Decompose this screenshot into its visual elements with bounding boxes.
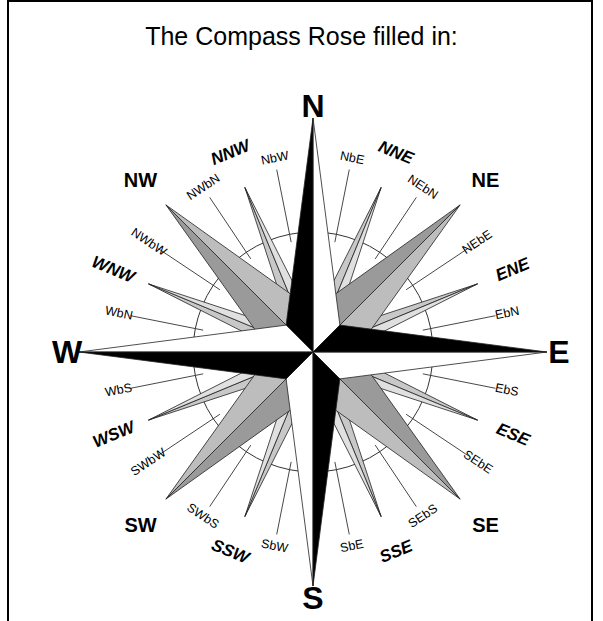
by-point-label: NWbN — [184, 172, 222, 203]
half-wind-label: NNW — [208, 137, 252, 168]
tick-line — [131, 374, 204, 388]
tick-line — [277, 462, 291, 535]
tick-line — [131, 316, 204, 330]
tick-line — [423, 374, 496, 388]
by-point-label: NEbE — [461, 228, 495, 257]
tick-line — [277, 170, 291, 243]
half-wind-label: SSE — [377, 537, 415, 566]
half-wind-label: ESE — [494, 420, 532, 449]
by-point-label: SbW — [260, 537, 289, 555]
half-wind-label: ENE — [493, 255, 532, 284]
half-wind-label: WSW — [90, 419, 137, 451]
half-wind-label: NNE — [376, 138, 416, 167]
by-point-label: NEbN — [406, 173, 441, 202]
intercardinal-label: SE — [472, 515, 499, 535]
cardinal-point — [313, 118, 340, 352]
by-point-label: EbN — [494, 305, 520, 322]
by-point-label: SWbS — [185, 502, 221, 532]
cardinal-point — [313, 325, 547, 352]
tick-line — [335, 170, 349, 243]
half-wind-label: SSW — [209, 536, 251, 567]
by-point-label: NWbW — [128, 226, 168, 258]
by-point-label: NbE — [339, 149, 365, 166]
by-point-label: WbS — [104, 382, 133, 400]
by-point-label: SWbW — [129, 446, 168, 478]
intercardinal-label: SW — [124, 515, 156, 535]
tick-line — [423, 316, 496, 330]
cardinal-label: W — [52, 336, 82, 368]
cardinal-point — [79, 325, 313, 352]
title: The Compass Rose filled in: — [0, 22, 603, 51]
cardinal-label: S — [302, 582, 323, 614]
cardinal-point — [286, 352, 313, 586]
cardinal-point — [79, 352, 313, 379]
cardinal-point — [313, 352, 340, 586]
intercardinal-label: NE — [472, 170, 500, 190]
cardinal-point — [313, 352, 547, 379]
by-point-label: WbN — [104, 305, 134, 323]
half-wind-label: WNW — [90, 253, 138, 286]
tick-line — [335, 462, 349, 535]
by-point-label: SbE — [339, 538, 365, 555]
cardinal-label: N — [301, 90, 324, 122]
intercardinal-label: NW — [124, 170, 157, 190]
by-point-label: SEbS — [406, 503, 440, 531]
by-point-label: NbW — [260, 149, 290, 167]
by-point-label: SEbE — [461, 448, 495, 476]
cardinal-label: E — [548, 336, 569, 368]
by-point-label: EbS — [494, 382, 520, 399]
cardinal-point — [286, 118, 313, 352]
